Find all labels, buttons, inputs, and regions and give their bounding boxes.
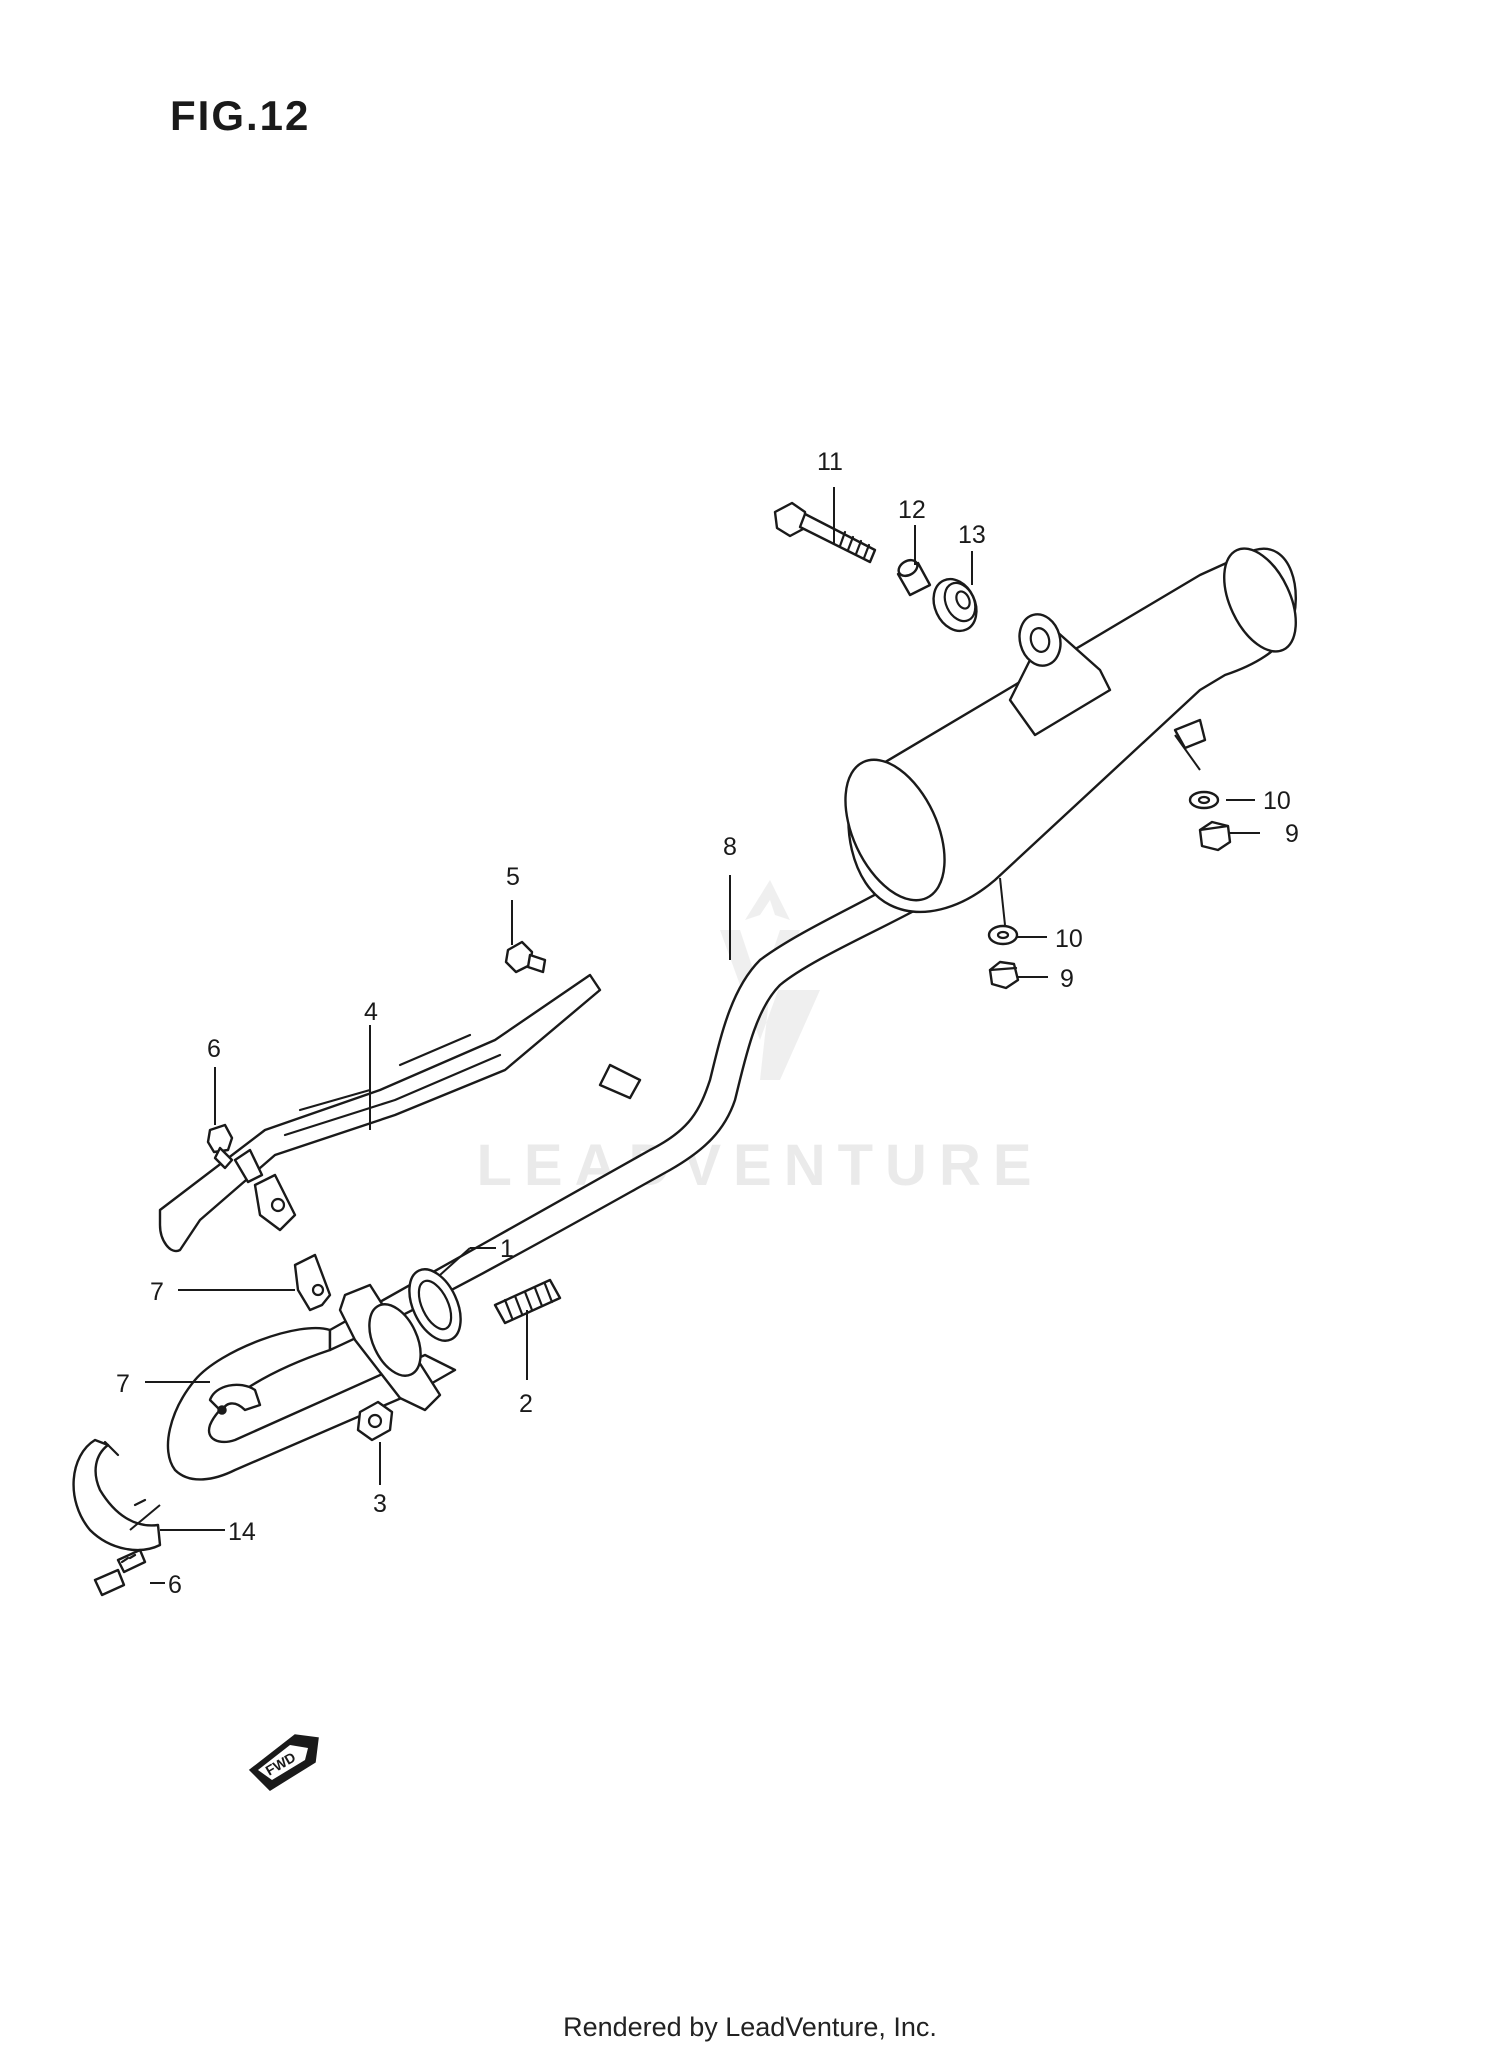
callout-7-upper: 7: [150, 1278, 164, 1306]
watermark: LEADVENTURE: [476, 880, 1043, 1198]
part-3-nut: [356, 1400, 394, 1442]
part-6-screw-lower: [93, 1548, 147, 1597]
callout-5: 5: [506, 863, 520, 891]
callout-6-lower: 6: [168, 1571, 182, 1599]
callout-1: 1: [500, 1235, 514, 1263]
part-5-bolt: [504, 940, 547, 974]
part-8-muffler: [844, 547, 1297, 913]
part-7-clamp-lower: [208, 1383, 262, 1415]
part-10-washer-center: [987, 924, 1019, 946]
part-4-heat-shield: [158, 973, 602, 1253]
callout-14: 14: [228, 1518, 256, 1546]
part-11-bolt: [773, 501, 877, 564]
part-6-bolt-upper: [206, 1123, 234, 1170]
part-14-protector: [72, 1438, 162, 1552]
part-9-nut-center: [988, 960, 1020, 990]
callout-3: 3: [373, 1490, 387, 1518]
callout-13: 13: [958, 521, 986, 549]
exhaust-flange: [338, 1283, 442, 1412]
part-12-collar: [896, 558, 932, 597]
part-1-gasket: [408, 1268, 462, 1342]
callout-9-right: 9: [1285, 820, 1299, 848]
figure-title: FIG.12: [170, 92, 311, 139]
callout-12: 12: [898, 496, 926, 524]
part-13-grommet: [932, 577, 978, 633]
fwd-arrow: FWD: [248, 1734, 319, 1791]
callout-9-center: 9: [1060, 965, 1074, 993]
callout-11: 11: [817, 448, 843, 476]
part-10-washer-right: [1188, 790, 1220, 810]
callout-8: 8: [723, 833, 737, 861]
part-2-stud-bolt: [493, 1278, 562, 1325]
footer-credit: Rendered by LeadVenture, Inc.: [563, 2012, 937, 2042]
watermark-text: LEADVENTURE: [476, 1133, 1043, 1198]
callout-7-lower: 7: [116, 1370, 130, 1398]
callout-labels: 1 2 3 4 5 6 6 7 7 8 9 9 10 10 11 12 13 1…: [116, 448, 1299, 1599]
callout-6-upper: 6: [207, 1035, 221, 1063]
part-7-clamp-upper: [293, 1253, 332, 1312]
callout-10-center: 10: [1055, 925, 1083, 953]
part-9-nut-right: [1198, 820, 1232, 852]
callout-10-right: 10: [1263, 787, 1291, 815]
callout-2: 2: [519, 1390, 533, 1418]
callout-4: 4: [364, 998, 378, 1026]
leader-lines: [129, 487, 1260, 1584]
